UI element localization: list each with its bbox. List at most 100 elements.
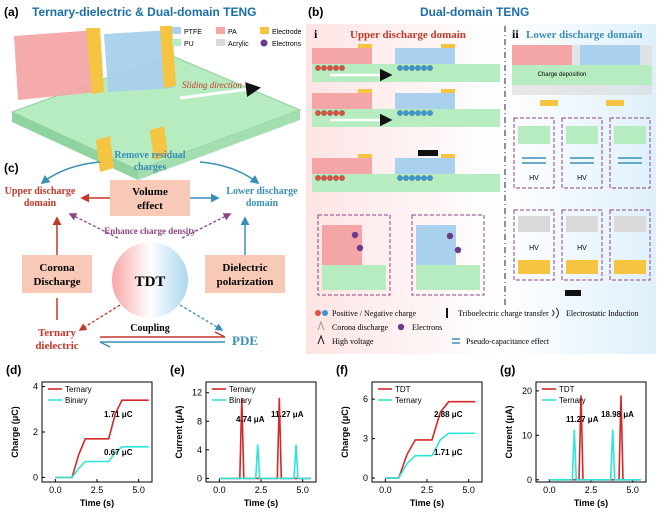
legend-text: High voltage [332, 337, 374, 346]
electrode-bar [358, 89, 372, 93]
hv-label: HV [529, 175, 539, 182]
dielectric-label-2: polarization [217, 276, 274, 288]
y-tick-label: 4 [197, 445, 202, 455]
upper-discharge-label-1: Upper discharge [5, 186, 76, 197]
enhance-charge-density-label: Enhance charge density [104, 226, 196, 236]
x-tick-label: 0.0 [543, 485, 556, 495]
pu-layer [312, 109, 500, 127]
pu-layer [312, 174, 500, 192]
legend-label-pa: PA [228, 29, 237, 36]
plot-frame [535, 381, 647, 483]
ptfe-layer [416, 225, 456, 265]
electrode-layer [566, 260, 598, 274]
electrode-layer [518, 260, 550, 274]
zoom-box [561, 117, 603, 189]
x-tick-label: 5.0 [462, 485, 475, 495]
y-axis-title: Current (μA) [504, 405, 514, 458]
plot-frame [41, 381, 153, 483]
annotation-text: 11.27 μA [271, 410, 304, 419]
annotation-text: 18.98 μA [601, 410, 634, 419]
electrode-bar [441, 89, 455, 93]
volume-effect-box [110, 180, 190, 216]
legend-series-name: Binary [229, 396, 252, 405]
electron [356, 244, 364, 252]
x-tick-label: 2.5 [585, 485, 598, 495]
electrode-strip [86, 28, 104, 94]
negative-charge [403, 65, 409, 71]
x-tick-label: 2.5 [421, 485, 434, 495]
lower-discharge-label-1: Lower discharge [226, 186, 298, 197]
load-resistor [565, 290, 581, 296]
zoom-box [561, 209, 603, 281]
legend-swatch-ptfe [172, 27, 181, 34]
electrode-strip [96, 136, 114, 172]
y-axis-title: Charge (μC) [340, 406, 350, 458]
x-tick-label: 2.5 [255, 485, 268, 495]
ptfe-layer [395, 48, 455, 64]
x-tick-label: 5.0 [296, 485, 309, 495]
remove-residual-label-2: charges [134, 162, 167, 173]
electron [446, 232, 454, 240]
legend-text: Pseudo-capacitance effect [466, 337, 550, 346]
negative-charge [427, 110, 433, 116]
legend-swatch-pa [216, 27, 225, 34]
plot-frame [371, 381, 483, 483]
y-axis-title: Charge (μC) [10, 406, 20, 458]
corona-icon [317, 320, 325, 331]
y-tick-label: 8 [197, 416, 202, 426]
pu-layer [614, 126, 646, 144]
panel-a-title: Ternary-dielectric & Dual-domain TENG [32, 5, 257, 19]
tdt-circle [112, 242, 188, 318]
electrode-layer [614, 260, 646, 274]
upper-domain-title: Upper discharge domain [350, 29, 466, 41]
positive-charge [339, 110, 345, 116]
arrow-tdt-pde [179, 304, 224, 331]
x-tick-label: 0.0 [213, 485, 226, 495]
positive-charge [333, 65, 339, 71]
negative-charge [415, 65, 421, 71]
negative-charge [409, 175, 415, 181]
positive-charge [315, 110, 321, 116]
upper-discharge-label-2: domain [24, 198, 57, 209]
sub-i-label: i [314, 27, 318, 41]
ternary-dielectric-label-2: dielectric [35, 340, 78, 352]
dielectric-label-1: Dielectric [222, 262, 267, 274]
ptfe-layer [395, 158, 455, 174]
pa-sheet [14, 30, 98, 100]
negative-charge [409, 110, 415, 116]
panel-c: (c) Remove residual charges Volume effec… [4, 150, 298, 352]
negative-charge [403, 110, 409, 116]
annotation-text: 0.67 μC [104, 448, 133, 457]
sub-ii-label: ii [512, 27, 519, 41]
negative-charge [403, 175, 409, 181]
plot-frame [205, 381, 317, 483]
legend-text: Electrostatic Induction [566, 309, 639, 318]
arrow-tdt-ternary [78, 304, 121, 331]
panel-b-label: (b) [308, 5, 323, 19]
pa-layer [312, 93, 372, 109]
x-axis-title: Time (s) [244, 498, 278, 508]
legend-label-acrylic: Acrylic [228, 41, 249, 48]
zoom-box [513, 117, 555, 189]
chart-label: (d) [6, 363, 21, 377]
y-tick-label: 20 [522, 386, 532, 396]
sliding-direction-label: Sliding direction [182, 80, 242, 90]
electrode-bar [441, 44, 455, 48]
y-tick-label: 0 [363, 473, 368, 483]
annotation-text: 2.88 μC [434, 410, 463, 419]
zoom-box [411, 214, 485, 296]
arrow-remove-to-lower [199, 161, 260, 185]
annotation-text: 1.71 μC [104, 410, 133, 419]
zoom-box [317, 214, 391, 296]
positive-charge [339, 65, 345, 71]
legend-swatch-pu [172, 39, 181, 46]
series-line-ternary [55, 399, 149, 479]
acrylic-layer [566, 216, 598, 232]
positive-charge [327, 65, 333, 71]
y-tick-label: 0 [197, 473, 202, 483]
positive-charge [327, 175, 333, 181]
y-tick-label: 2 [33, 427, 38, 437]
arrow-remove-to-upper [40, 161, 101, 185]
